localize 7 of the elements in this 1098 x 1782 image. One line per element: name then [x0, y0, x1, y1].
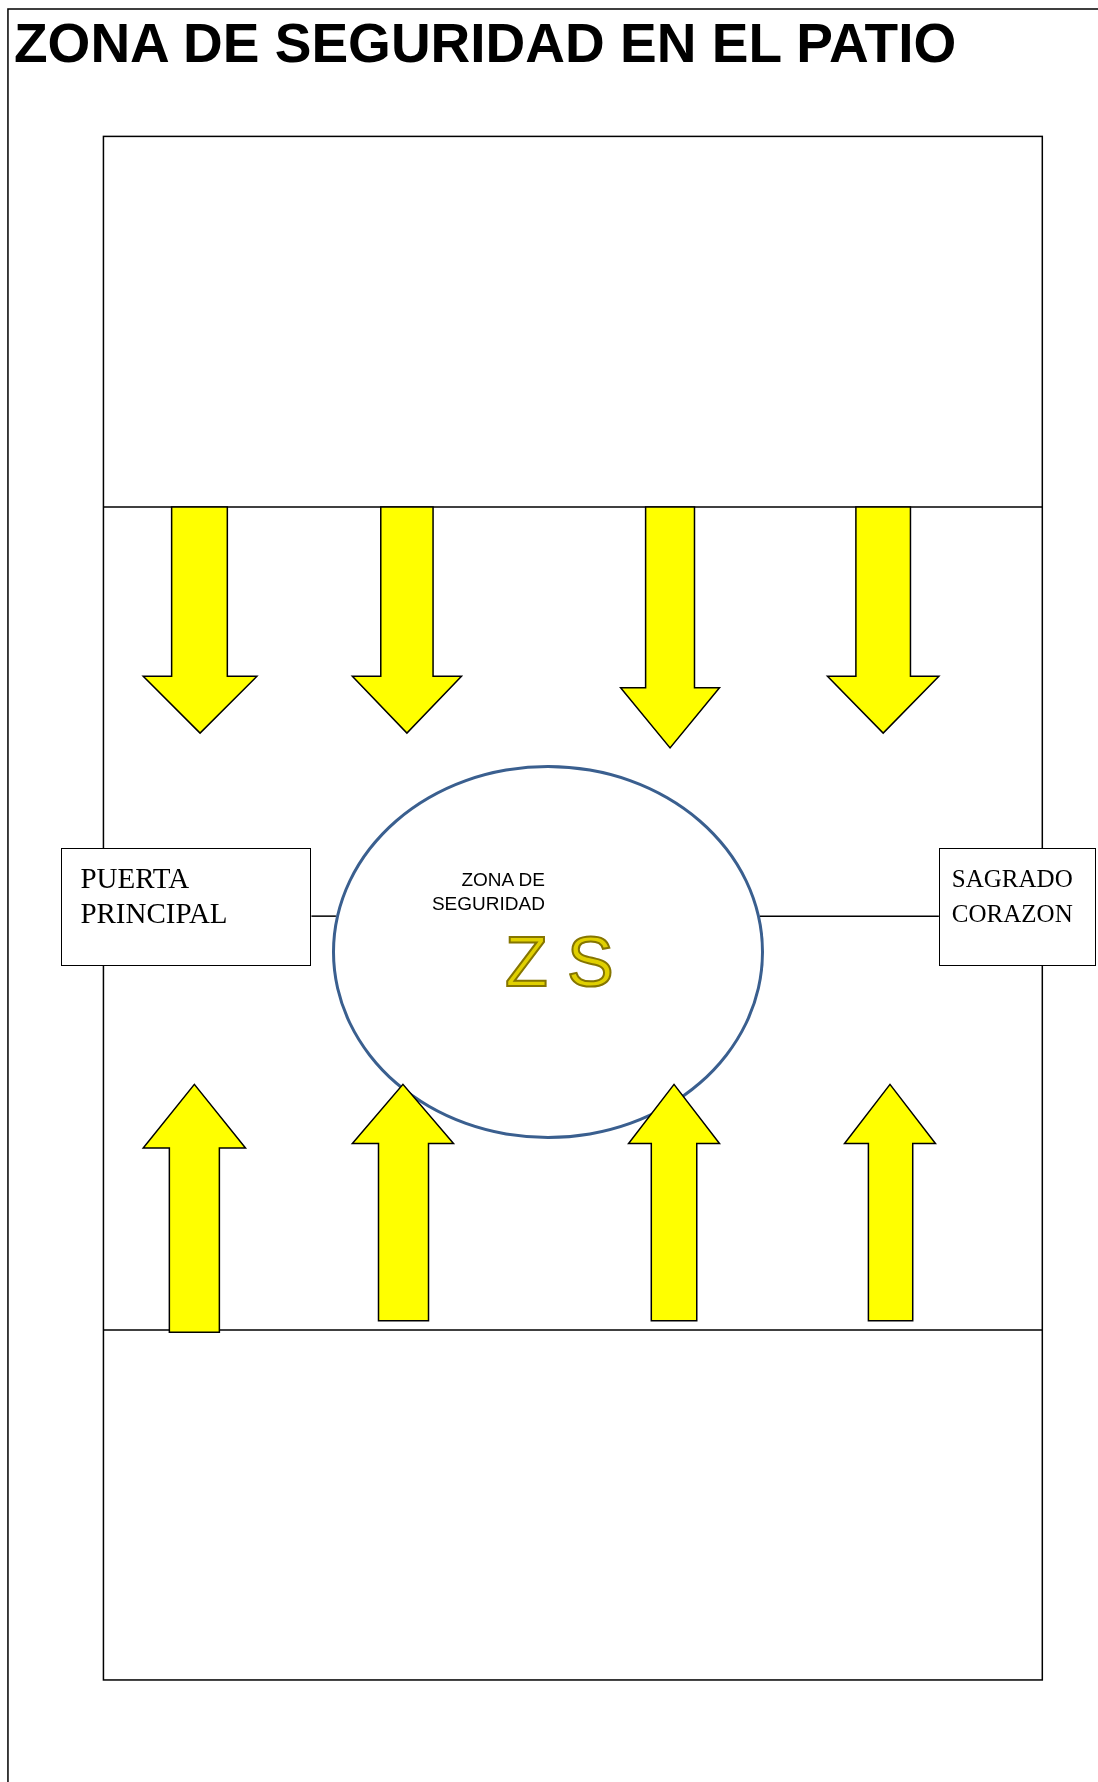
connector-line [759, 915, 940, 917]
connector-line [310, 915, 337, 917]
zone-label: ZONA DE SEGURIDAD [430, 867, 545, 916]
zone-code: Z S [504, 925, 614, 998]
title: ZONA DE SEGURIDAD EN EL PATIO [14, 11, 957, 76]
building-box: SAGRADO CORAZON [938, 847, 1096, 967]
entrance-box: PUERTA PRINCIPAL [61, 847, 312, 967]
